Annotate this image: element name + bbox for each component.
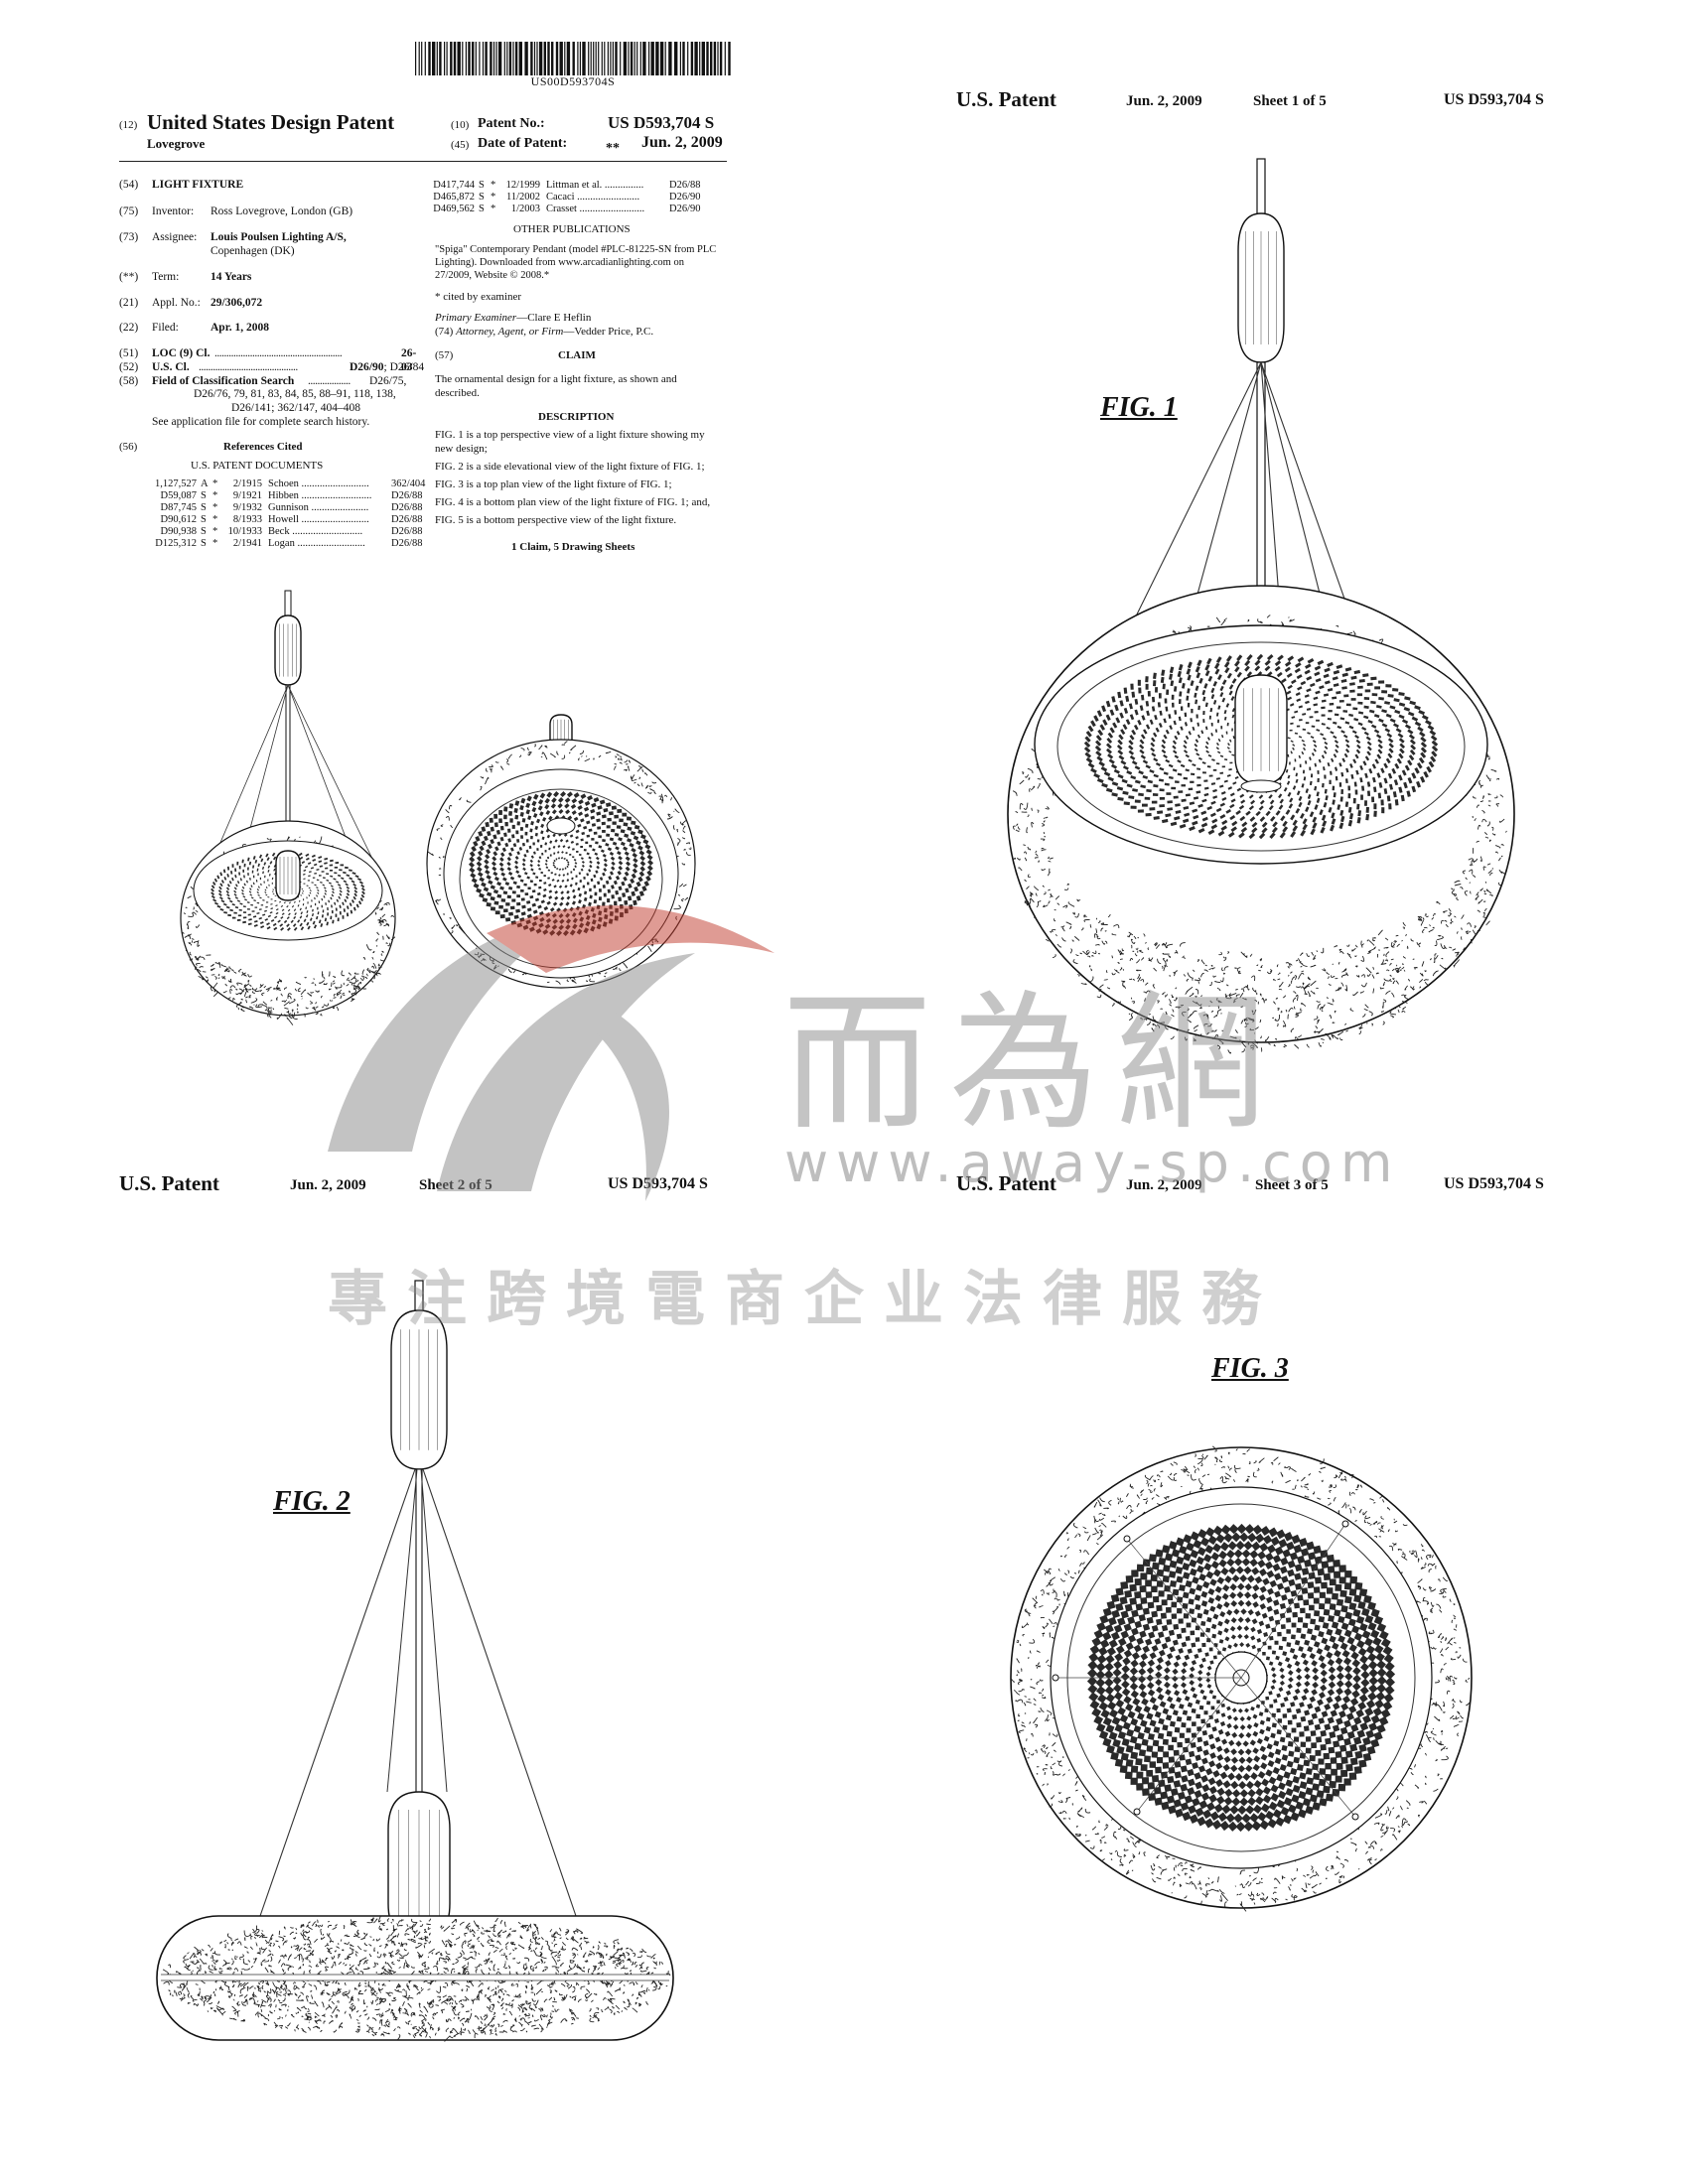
code-45: (45) (451, 139, 470, 151)
patent-number-label: Patent No.: (478, 116, 545, 131)
fig3-label: FIG. 3 (1211, 1353, 1289, 1384)
primary-examiner: Primary Examiner—Clare E Heflin (435, 312, 592, 324)
code-10: (10) (451, 119, 470, 131)
sheet2-patent-number: US D593,704 S (608, 1175, 708, 1192)
field-of-search-note: See application file for complete search… (152, 416, 370, 428)
barcode-number: US00D593704S (530, 74, 616, 88)
sheet1-patent-label: U.S. Patent (956, 87, 1056, 111)
barcode (415, 42, 731, 75)
sheet2-date: Jun. 2, 2009 (290, 1177, 366, 1193)
patent-number: US D593,704 S (608, 113, 715, 132)
description-title: DESCRIPTION (538, 411, 615, 423)
date-of-patent: Jun. 2, 2009 (641, 134, 723, 151)
sheet1-date: Jun. 2, 2009 (1126, 93, 1202, 109)
claim-text: The ornamental design for a light fixtur… (435, 373, 677, 399)
other-publications: "Spiga" Contemporary Pendant (model #PLC… (435, 244, 717, 281)
attorney: (74) Attorney, Agent, or Firm—Vedder Pri… (435, 326, 654, 338)
watermark-slogan: 專注跨境電商企业法律服務 (328, 1265, 1281, 1334)
front-drawing-top-perspective (180, 590, 396, 1025)
header-rule-right (435, 161, 727, 162)
sheet3-patent-number: US D593,704 S (1444, 1175, 1544, 1192)
fig3-drawing (1010, 1445, 1473, 1912)
code-12: (12) (119, 119, 138, 131)
us-patent-documents-title: U.S. PATENT DOCUMENTS (191, 460, 324, 472)
fig2-label: FIG. 2 (273, 1486, 351, 1517)
sheet3-sheet-number: Sheet 3 of 5 (1255, 1177, 1329, 1193)
sheet3-date: Jun. 2, 2009 (1126, 1177, 1202, 1193)
document-type: United States Design Patent (147, 110, 395, 134)
watermark-chinese-name: 而為網 (782, 978, 1284, 1151)
date-stars: ** (606, 141, 620, 156)
fig2-drawing (156, 1280, 674, 2042)
sheet1-patent-number: US D593,704 S (1444, 91, 1544, 108)
sheet3-patent-label: U.S. Patent (956, 1171, 1056, 1195)
sheet1-sheet-number: Sheet 1 of 5 (1253, 93, 1327, 109)
watermark-url: www.away-sp.com (784, 1132, 1401, 1194)
header-rule-left (119, 161, 435, 162)
code-57: (57) (435, 349, 454, 361)
claim-title: CLAIM (558, 349, 596, 361)
fig1-label: FIG. 1 (1100, 392, 1178, 423)
code-56: (56) (119, 441, 138, 453)
sheet2-patent-label: U.S. Patent (119, 1171, 219, 1195)
claims-and-sheets: 1 Claim, 5 Drawing Sheets (511, 541, 635, 553)
field-of-search-line3: D26/141; 362/147, 404–408 (231, 402, 361, 414)
other-publications-title: OTHER PUBLICATIONS (513, 223, 631, 235)
date-of-patent-label: Date of Patent: (478, 136, 568, 151)
cited-by-examiner: * cited by examiner (435, 291, 522, 303)
field-of-search-line2: D26/76, 79, 81, 83, 84, 85, 88–91, 118, … (194, 388, 396, 400)
fig1-drawing (1007, 158, 1515, 1054)
references-cited-title: References Cited (223, 441, 303, 453)
description-text: FIG. 1 is a top perspective view of a li… (435, 429, 711, 526)
inventor-header: Lovegrove (147, 136, 206, 151)
watermark-logo (328, 905, 774, 1201)
